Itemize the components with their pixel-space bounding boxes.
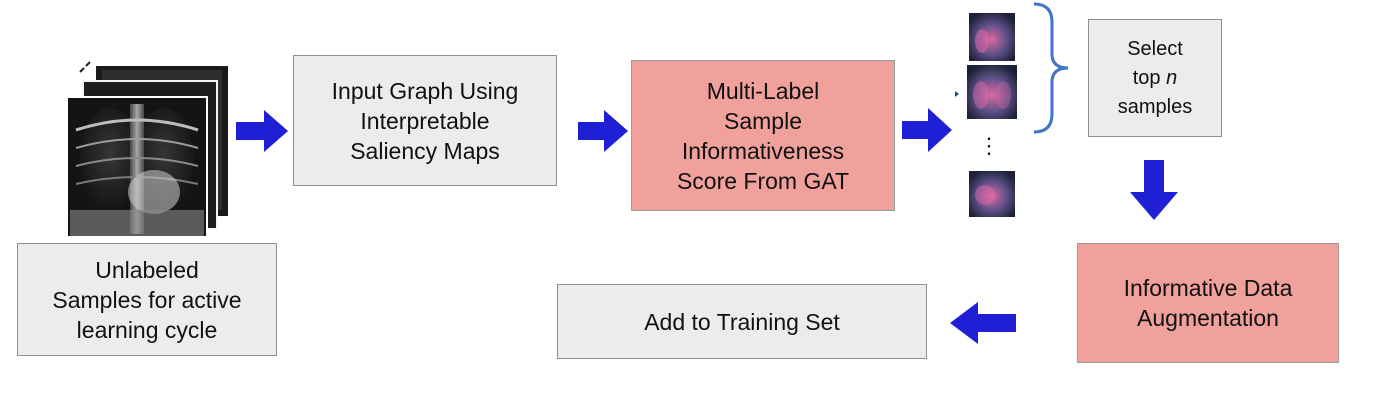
select-top-n-box: Select top n samples [1088, 19, 1222, 137]
add-to-training-set-box: Add to Training Set [557, 284, 927, 359]
data-augmentation-box: Informative Data Augmentation [1077, 243, 1339, 363]
xray-image-stack [66, 61, 228, 238]
curly-brace [1033, 2, 1069, 134]
unlabeled-line-3: learning cycle [76, 316, 218, 343]
arrow-to-multilabel [578, 110, 628, 152]
augment-line-2: Augmentation [1137, 305, 1279, 331]
input-graph-line-1: Input Graph Using [331, 77, 519, 104]
multilabel-line-2: Sample [724, 107, 802, 134]
samples-ellipsis: ⋮ [978, 133, 1000, 158]
training-label: Add to Training Set [644, 308, 840, 335]
pointer-mark [955, 91, 959, 97]
unlabeled-line-2: Samples for active [52, 286, 242, 313]
arrow-to-input-graph [236, 110, 288, 152]
augment-line-1: Informative Data [1123, 275, 1293, 301]
select-line-2-var: n [1166, 66, 1178, 89]
multilabel-line-3: Informativeness [681, 137, 845, 164]
multilabel-score-box: Multi-Label Sample Informativeness Score… [631, 60, 895, 211]
sample-thumb-3 [969, 171, 1015, 217]
select-line-2: top n [1133, 64, 1177, 93]
input-graph-box: Input Graph Using Interpretable Saliency… [293, 55, 557, 186]
select-line-1: Select [1127, 37, 1183, 60]
sample-thumb-1 [969, 13, 1015, 61]
sample-thumbnails: ⋮ [955, 13, 1017, 217]
arrow-to-samples [902, 108, 952, 152]
sample-thumb-2 [967, 65, 1017, 119]
input-graph-line-2: Interpretable [360, 107, 490, 134]
select-line-2-prefix: top [1132, 66, 1167, 89]
dots-decoration [79, 61, 91, 73]
select-line-3: samples [1117, 95, 1193, 118]
xray-front [66, 96, 208, 238]
arrow-left-to-training [950, 302, 1016, 344]
multilabel-line-1: Multi-Label [706, 77, 820, 104]
unlabeled-samples-box: Unlabeled Samples for active learning cy… [17, 243, 277, 356]
unlabeled-line-1: Unlabeled [95, 256, 199, 283]
arrow-down-to-augment [1130, 160, 1178, 220]
input-graph-line-3: Saliency Maps [350, 137, 500, 164]
multilabel-line-4: Score From GAT [676, 167, 850, 194]
